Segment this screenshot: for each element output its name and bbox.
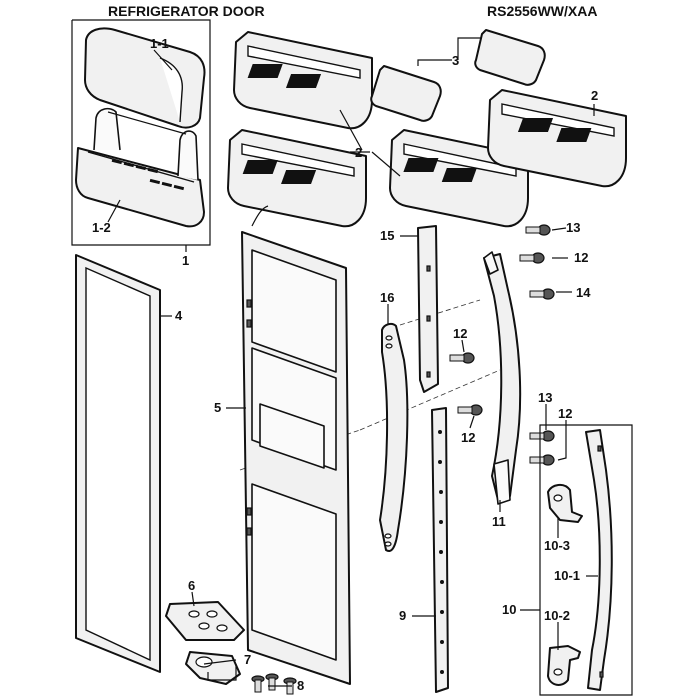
shelf-slots-right xyxy=(517,118,592,142)
callout-2-top: 2 xyxy=(355,145,362,160)
callout-13-upper: 13 xyxy=(566,220,580,235)
callout-10-3: 10-3 xyxy=(544,538,570,553)
callout-14: 14 xyxy=(576,285,591,300)
callout-12-upper: 12 xyxy=(574,250,588,265)
callout-12-cap: 12 xyxy=(453,326,467,341)
part-6-hinge-plate xyxy=(165,601,245,641)
callout-6: 6 xyxy=(188,578,195,593)
part-16-door-handle xyxy=(379,322,409,552)
callout-15: 15 xyxy=(380,228,394,243)
callout-16: 16 xyxy=(380,290,394,305)
callout-5: 5 xyxy=(214,400,221,415)
screw-12-lower xyxy=(529,454,555,466)
screw-8c xyxy=(283,677,297,695)
part-10-2-handle-end-cap-lower xyxy=(547,645,581,686)
part-2-door-shelf-middle xyxy=(227,129,367,228)
callout-12-lower: 12 xyxy=(558,406,572,421)
part-8-screws xyxy=(251,673,297,695)
trim-fastener-dots xyxy=(438,430,444,674)
model-number: RS2556WW/XAA xyxy=(487,3,597,19)
part-1-2-dairy-bin xyxy=(75,107,205,228)
callout-3: 3 xyxy=(452,53,459,68)
callout-8: 8 xyxy=(297,678,304,693)
bin-vent-slots xyxy=(111,158,185,191)
callout-4: 4 xyxy=(175,308,183,323)
part-2-door-shelf-top xyxy=(233,31,373,130)
shelf-slots-middle xyxy=(242,160,317,184)
callout-12-trim: 12 xyxy=(461,430,475,445)
screw-12-upper-right xyxy=(519,252,545,264)
callout-2-right: 2 xyxy=(591,88,598,103)
part-11-handle-bracket xyxy=(483,251,522,505)
callout-1-1: 1-1 xyxy=(150,36,169,51)
screw-14 xyxy=(529,288,555,300)
callout-10-2: 10-2 xyxy=(544,608,570,623)
part-10-1-handle-cover xyxy=(585,429,613,691)
screw-12-handle-cap xyxy=(449,352,475,364)
part-2-door-shelf-right xyxy=(487,89,627,188)
part-15-handle-cap xyxy=(417,225,439,393)
part-3-shelf-guard-left xyxy=(370,65,442,122)
liner-clips xyxy=(246,299,252,536)
part-1-1-dairy-cover xyxy=(84,27,206,129)
shelf-slots-center xyxy=(403,158,477,182)
callout-9: 9 xyxy=(399,608,406,623)
callout-10-1: 10-1 xyxy=(554,568,580,583)
callout-labels: 1-1 1-2 1 2 2 2 3 4 5 6 7 8 9 10 10-1 10… xyxy=(92,36,598,693)
callout-1-2: 1-2 xyxy=(92,220,111,235)
callout-1: 1 xyxy=(182,253,189,268)
leader-lines xyxy=(107,37,598,687)
screw-8b xyxy=(265,673,279,691)
callout-11: 11 xyxy=(492,514,506,529)
callout-10: 10 xyxy=(502,602,516,617)
screw-12-trim xyxy=(457,404,483,416)
diagram-title: REFRIGERATOR DOOR xyxy=(108,3,265,19)
screw-13-upper xyxy=(525,224,551,236)
part-5-door-liner xyxy=(241,205,351,685)
callout-13-lower: 13 xyxy=(538,390,552,405)
part-9-handle-trim xyxy=(431,407,449,693)
group-10-frame xyxy=(539,424,633,696)
part-4-door-gasket xyxy=(75,254,161,673)
group-1-frame xyxy=(71,19,211,246)
shelf-slots-top xyxy=(247,64,322,88)
part-3-shelf-guard-right xyxy=(474,29,546,86)
screw-13-lower xyxy=(529,430,555,442)
callout-7: 7 xyxy=(244,652,251,667)
part-7-hinge-bracket xyxy=(185,651,241,685)
part-10-3-handle-end-cap-upper xyxy=(547,484,583,523)
screw-8a xyxy=(251,675,265,693)
